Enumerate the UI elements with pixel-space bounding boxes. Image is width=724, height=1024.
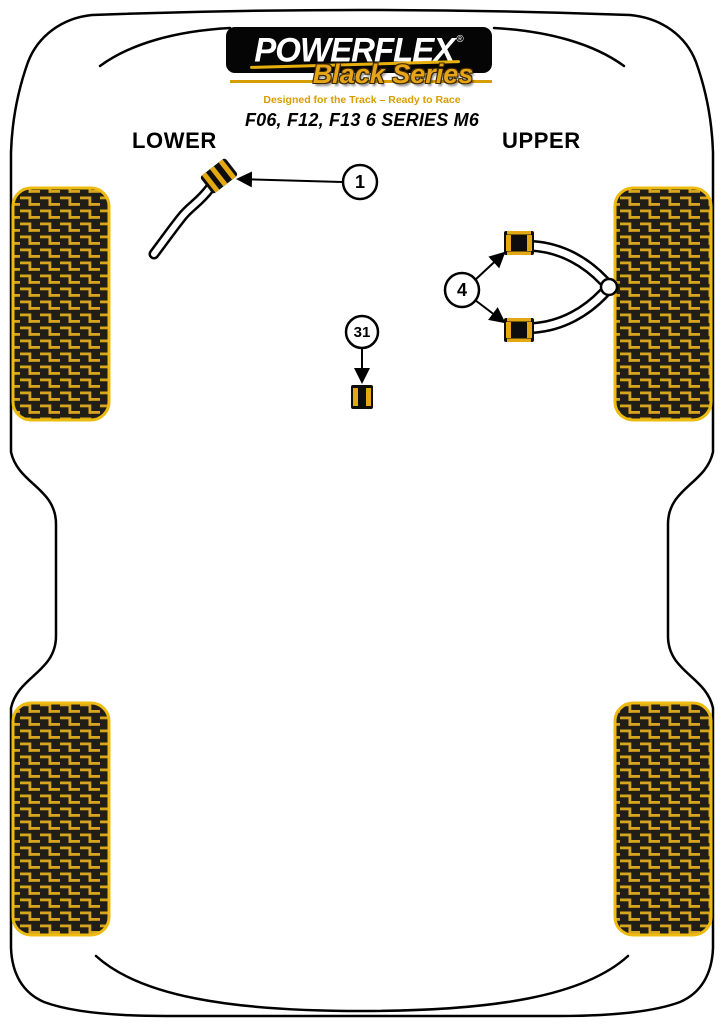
hood-line-right (492, 26, 626, 68)
rear-line (94, 954, 630, 1013)
callouts: 1 4 31 (341, 163, 481, 350)
bushing-4-upper-part (504, 231, 534, 255)
callout-4-number: 4 (457, 280, 467, 300)
tire-rear-left (11, 701, 111, 937)
car-body-outline (9, 8, 715, 1018)
callout-1-circle (341, 163, 379, 201)
bushing-1-part (200, 158, 238, 194)
powerflex-logo: POWERFLEX® (226, 27, 492, 73)
bushing-4-lower-part (504, 318, 534, 342)
label-lower: LOWER (132, 128, 217, 153)
callout-1: 1 (341, 163, 379, 201)
callout-4: 4 (443, 271, 481, 309)
callout-4-circle (443, 271, 481, 309)
body-perimeter (9, 8, 715, 1018)
callout-4-arrow-lower (474, 299, 506, 324)
callout-1-number: 1 (355, 172, 365, 192)
diagram-title: F06, F12, F13 6 SERIES M6 (244, 110, 480, 130)
hood-line-left (98, 26, 232, 68)
tires (11, 186, 713, 937)
lower-arm-part (148, 158, 238, 260)
callout-1-arrow (236, 171, 343, 188)
ball-joint (599, 277, 619, 297)
black-series-label: Black Series (312, 59, 474, 89)
callout-4-arrow-upper (474, 251, 506, 281)
callout-31: 31 (344, 314, 380, 350)
tire-rear-right (613, 701, 713, 937)
callout-31-circle (344, 314, 380, 350)
registered-trademark-icon: ® (456, 34, 464, 45)
brand-tagline: Designed for the Track – Ready to Race (263, 94, 461, 106)
bushing-31-part (351, 385, 373, 409)
series-divider-line (230, 80, 492, 83)
tire-front-right (613, 186, 713, 422)
callout-31-number: 31 (354, 324, 371, 341)
label-upper: UPPER (502, 128, 581, 153)
tire-front-left (11, 186, 111, 422)
callout-arrows (236, 171, 506, 384)
upper-wishbone-part (504, 231, 619, 342)
